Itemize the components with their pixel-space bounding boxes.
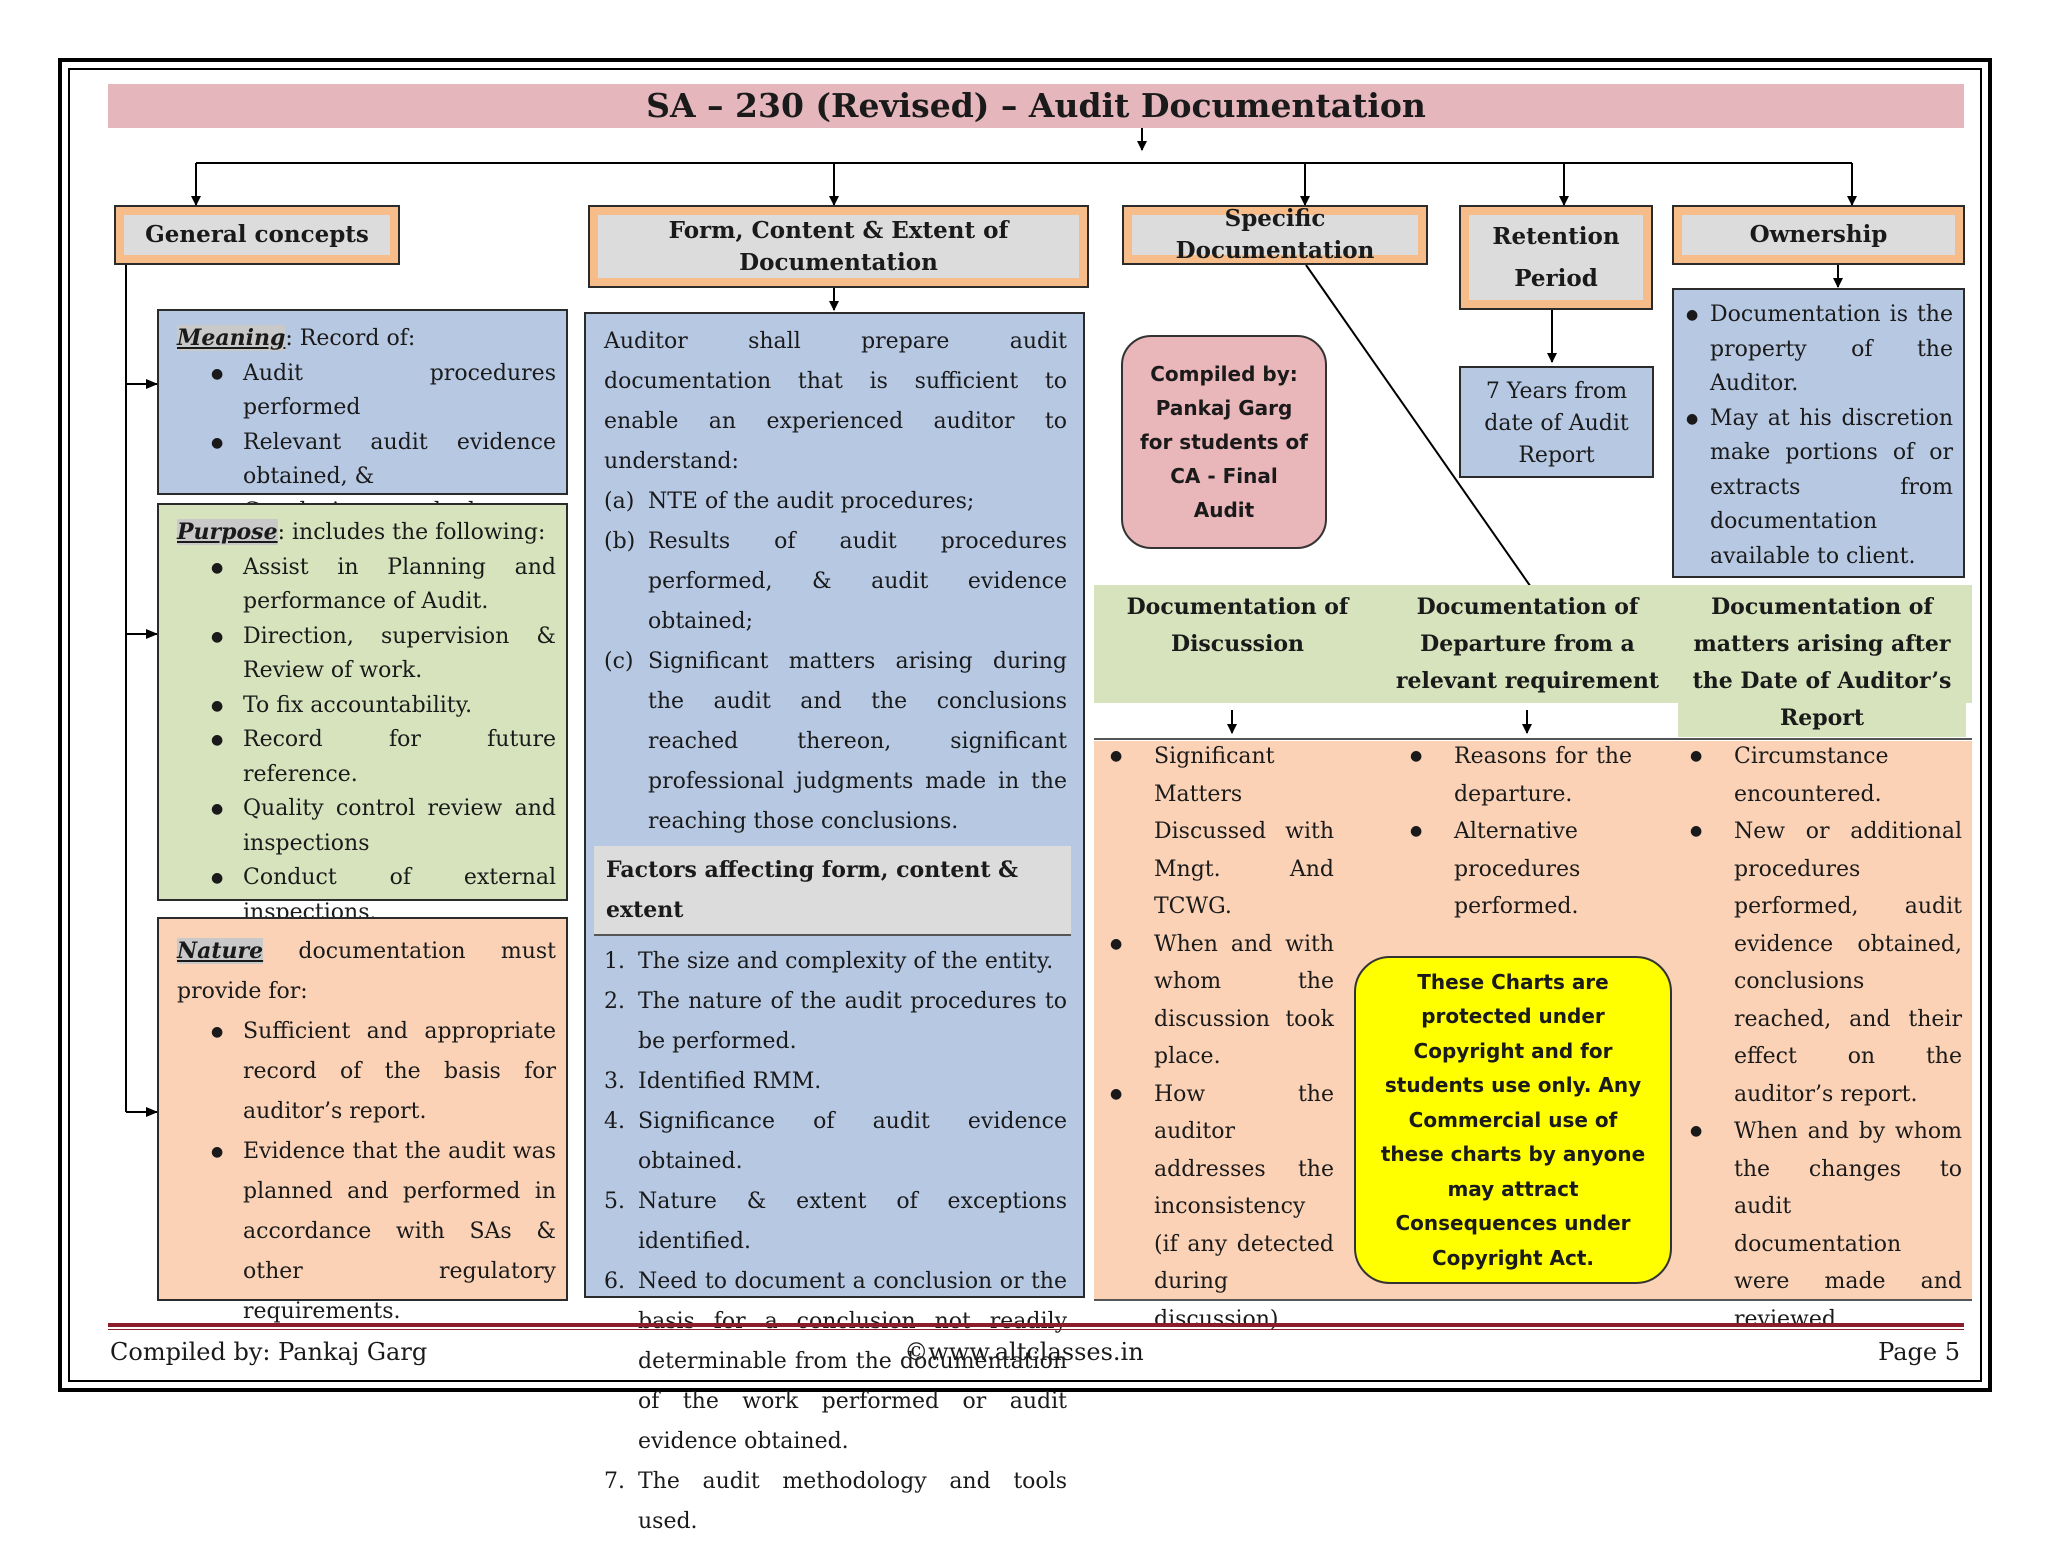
form-requirement-item: NTE of the audit procedures; xyxy=(604,482,1067,522)
header-general-concepts-label: General concepts xyxy=(124,215,390,255)
retention-panel: 7 Years from date of Audit Report xyxy=(1459,366,1654,478)
compiled-by-note: Compiled by: Pankaj Garg for students of… xyxy=(1121,335,1327,549)
after-report-list: Circumstance encountered. New or additio… xyxy=(1676,738,1962,1338)
form-content-extent-panel: Auditor shall prepare audit documentatio… xyxy=(584,312,1085,1534)
departure-item: Reasons for the departure. xyxy=(1396,738,1632,813)
purpose-item: To fix accountability. xyxy=(177,689,556,724)
factor-item: The nature of the audit procedures to be… xyxy=(604,982,1067,1062)
discussion-title: Documentation of Discussion xyxy=(1110,589,1365,663)
meaning-lead: Meaning: Record of: xyxy=(177,321,556,357)
header-general-concepts: General concepts xyxy=(114,205,400,265)
form-requirements-list: NTE of the audit procedures; Results of … xyxy=(604,482,1067,842)
after-report-title: Documentation of matters arising after t… xyxy=(1678,589,1966,737)
form-requirement-text: Results of audit procedures performed, &… xyxy=(648,529,1067,634)
header-specific-documentation: Specific Documentation xyxy=(1122,205,1428,265)
purpose-list: Assist in Planning and performance of Au… xyxy=(177,551,556,931)
factor-text: The size and complexity of the entity. xyxy=(638,949,1054,974)
copyright-note: These Charts are protected under Copyrig… xyxy=(1354,956,1672,1284)
nature-list: Sufficient and appropriate record of the… xyxy=(177,1012,556,1332)
meaning-item: Audit procedures performed xyxy=(177,357,556,426)
footer-website: ©www.altclasses.in xyxy=(904,1338,1144,1366)
factor-text: Identified RMM. xyxy=(638,1069,822,1094)
after-report-item: When and by whom the changes to audit do… xyxy=(1676,1113,1962,1338)
factor-item: Significance of audit evidence obtained. xyxy=(604,1102,1067,1182)
form-intro: Auditor shall prepare audit documentatio… xyxy=(604,329,1067,474)
header-form-content-extent: Form, Content & Extent of Documentation xyxy=(588,205,1089,288)
nature-item: Evidence that the audit was planned and … xyxy=(177,1132,556,1332)
factor-item: Identified RMM. xyxy=(604,1062,1067,1102)
compiled-line: for students of xyxy=(1140,430,1308,454)
factor-text: Significance of audit evidence obtained. xyxy=(638,1109,1067,1174)
nature-label: Nature xyxy=(177,938,264,964)
discussion-list: Significant Matters Discussed with Mngt.… xyxy=(1096,738,1334,1338)
purpose-intro: : includes the following: xyxy=(277,520,546,545)
purpose-panel: Purpose: includes the following: Assist … xyxy=(157,503,568,925)
page-title: SA – 230 (Revised) – Audit Documentation xyxy=(108,84,1964,128)
retention-text: 7 Years from date of Audit Report xyxy=(1484,379,1629,468)
departure-column: Reasons for the departure. Alternative p… xyxy=(1396,738,1632,926)
nature-item: Sufficient and appropriate record of the… xyxy=(177,1012,556,1132)
header-ownership: Ownership xyxy=(1672,205,1965,265)
after-report-column: Circumstance encountered. New or additio… xyxy=(1676,738,1962,1338)
departure-item: Alternative procedures performed. xyxy=(1396,813,1632,926)
after-report-item: Circumstance encountered. xyxy=(1676,738,1962,813)
factor-text: Nature & extent of exceptions identified… xyxy=(638,1189,1067,1254)
header-retention-period: Retention Period xyxy=(1459,205,1653,310)
factors-list: The size and complexity of the entity. T… xyxy=(604,942,1067,1542)
factors-heading: Factors affecting form, content & extent xyxy=(594,846,1071,936)
purpose-item: Record for future reference. xyxy=(177,723,556,792)
footer-compiled-by: Compiled by: Pankaj Garg xyxy=(110,1338,428,1366)
meaning-item: Relevant audit evidence obtained, & xyxy=(177,426,556,495)
factor-item: The size and complexity of the entity. xyxy=(604,942,1067,982)
meaning-intro: : Record of: xyxy=(285,326,416,351)
factor-item: The audit methodology and tools used. xyxy=(604,1462,1067,1542)
purpose-item: Quality control review and inspections xyxy=(177,792,556,861)
header-form-content-extent-label: Form, Content & Extent of Documentation xyxy=(598,215,1079,278)
compiled-line: Compiled by: xyxy=(1150,362,1298,386)
factor-text: The nature of the audit procedures to be… xyxy=(638,989,1067,1054)
header-retention-period-label: Retention Period xyxy=(1469,215,1643,300)
after-report-item: New or additional procedures performed, … xyxy=(1676,813,1962,1113)
discussion-item: Significant Matters Discussed with Mngt.… xyxy=(1096,738,1334,926)
form-requirement-item: Results of audit procedures performed, &… xyxy=(604,522,1067,642)
compiled-line: Pankaj Garg xyxy=(1155,396,1293,420)
departure-list: Reasons for the departure. Alternative p… xyxy=(1396,738,1632,926)
meaning-panel: Meaning: Record of: Audit procedures per… xyxy=(157,309,568,529)
discussion-item: How the auditor addresses the inconsiste… xyxy=(1096,1076,1334,1339)
footer-rule-thin xyxy=(108,1329,1964,1330)
form-requirement-text: NTE of the audit procedures; xyxy=(648,489,975,514)
departure-title: Documentation of Departure from a releva… xyxy=(1395,589,1660,700)
nature-panel: Nature documentation must provide for: S… xyxy=(157,917,568,1324)
header-specific-documentation-label: Specific Documentation xyxy=(1132,205,1418,264)
purpose-item: Assist in Planning and performance of Au… xyxy=(177,551,556,620)
discussion-item: When and with whom the discussion took p… xyxy=(1096,926,1334,1076)
ownership-list: Documentation is the property of the Aud… xyxy=(1680,298,1953,574)
factor-item: Nature & extent of exceptions identified… xyxy=(604,1182,1067,1262)
compiled-line: CA - Final xyxy=(1170,464,1278,488)
nature-lead: Nature documentation must provide for: xyxy=(177,931,556,1012)
ownership-panel: Documentation is the property of the Aud… xyxy=(1672,288,1965,578)
copyright-text: These Charts are protected under Copyrig… xyxy=(1380,969,1646,1270)
ownership-item: May at his discretion make portions of o… xyxy=(1680,402,1953,575)
header-ownership-label: Ownership xyxy=(1682,215,1955,255)
purpose-label: Purpose xyxy=(177,519,278,545)
purpose-item: Direction, supervision & Review of work. xyxy=(177,620,556,689)
compiled-line: Audit xyxy=(1193,498,1255,522)
footer-rule xyxy=(108,1323,1964,1327)
form-requirement-text: Significant matters arising during the a… xyxy=(648,649,1067,834)
footer-page-number: Page 5 xyxy=(1878,1338,1960,1366)
factor-text: The audit methodology and tools used. xyxy=(638,1469,1067,1534)
nature-intro: documentation must provide for: xyxy=(177,939,556,1004)
discussion-column: Significant Matters Discussed with Mngt.… xyxy=(1096,738,1334,1338)
meaning-label: Meaning xyxy=(177,325,286,351)
purpose-lead: Purpose: includes the following: xyxy=(177,515,556,551)
form-requirement-item: Significant matters arising during the a… xyxy=(604,642,1067,842)
ownership-item: Documentation is the property of the Aud… xyxy=(1680,298,1953,402)
compiled-by-text: Compiled by: Pankaj Garg for students of… xyxy=(1140,357,1308,527)
